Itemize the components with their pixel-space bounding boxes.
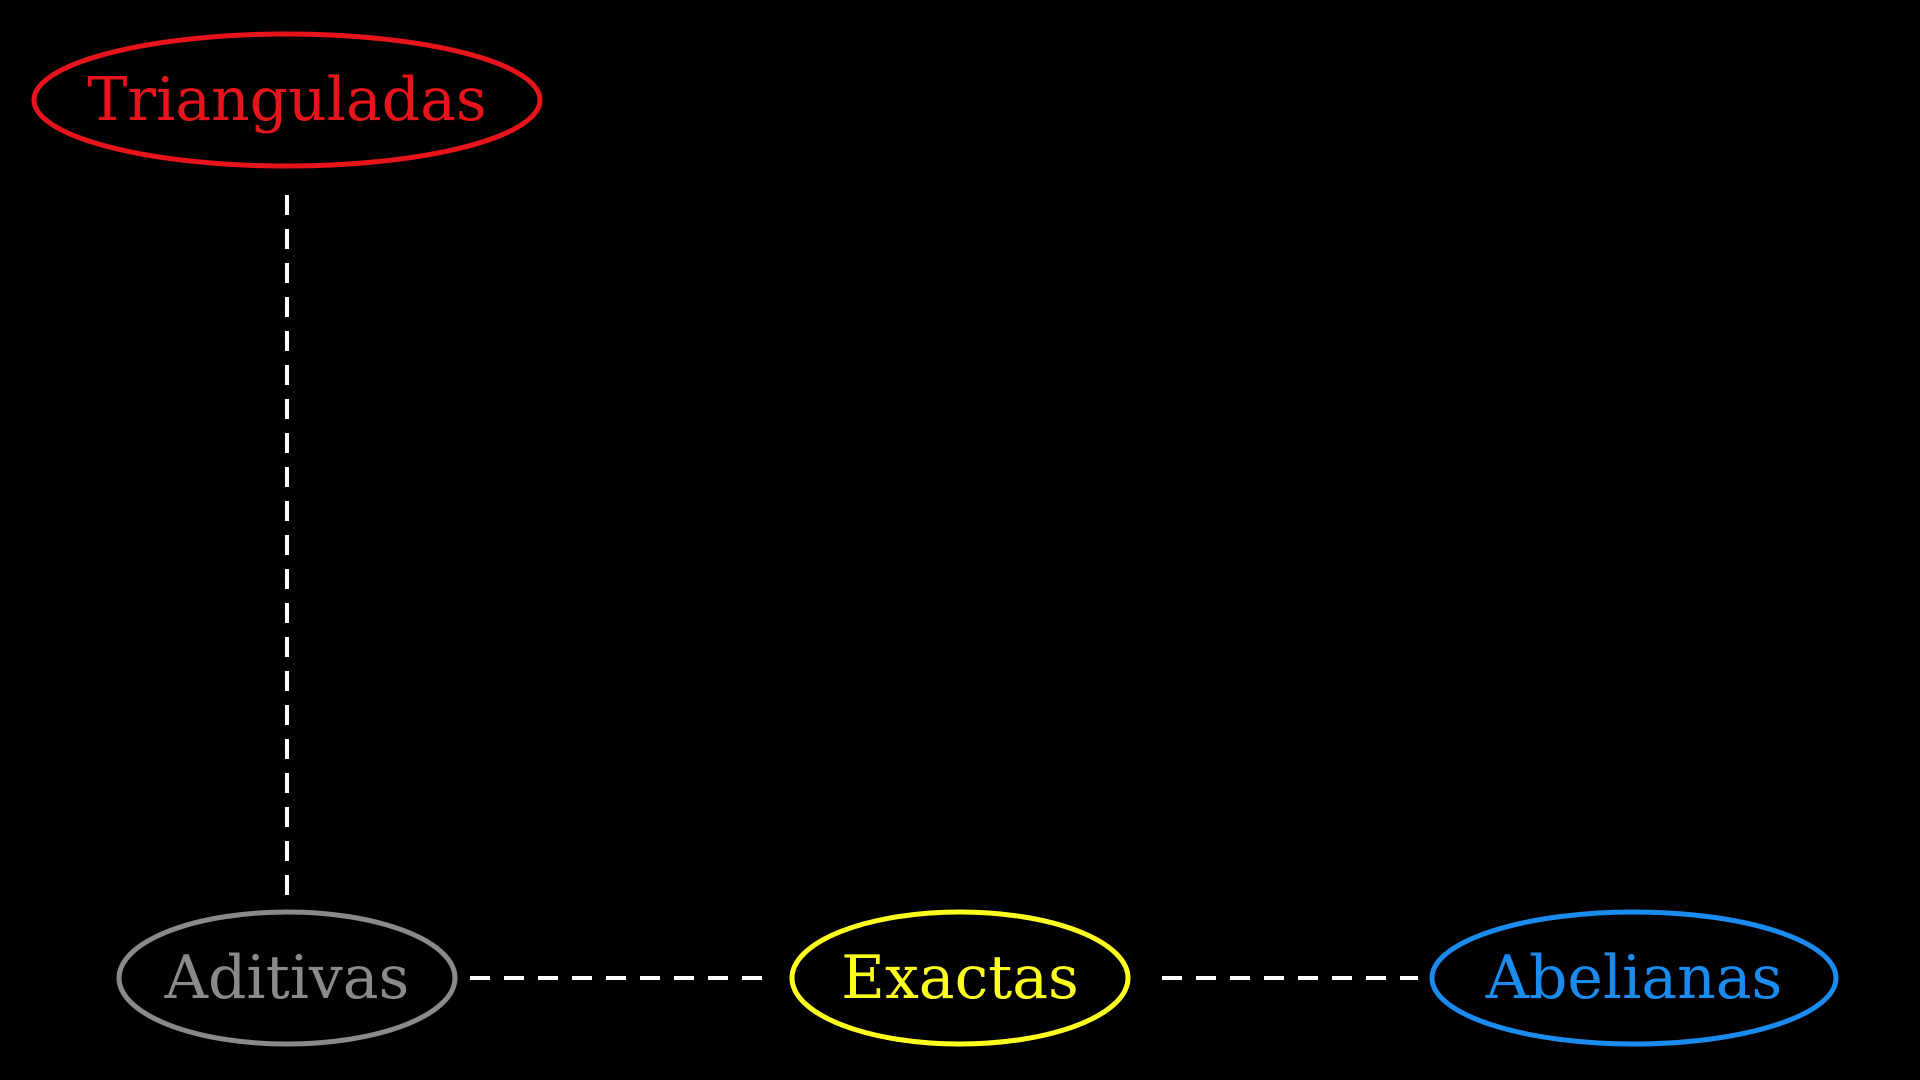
node-trianguladas: Trianguladas — [31, 31, 543, 169]
node-exactas-label: Exactas — [841, 943, 1079, 1013]
node-exactas-ellipse — [789, 909, 1131, 1047]
node-aditivas: Aditivas — [116, 909, 458, 1047]
node-trianguladas-ellipse — [31, 31, 543, 169]
node-exactas: Exactas — [789, 909, 1131, 1047]
node-trianguladas-label: Trianguladas — [87, 65, 486, 135]
node-abelianas-label: Abelianas — [1485, 943, 1783, 1013]
node-abelianas-ellipse — [1429, 909, 1839, 1047]
node-aditivas-ellipse — [116, 909, 458, 1047]
node-abelianas: Abelianas — [1429, 909, 1839, 1047]
node-aditivas-label: Aditivas — [164, 943, 410, 1013]
